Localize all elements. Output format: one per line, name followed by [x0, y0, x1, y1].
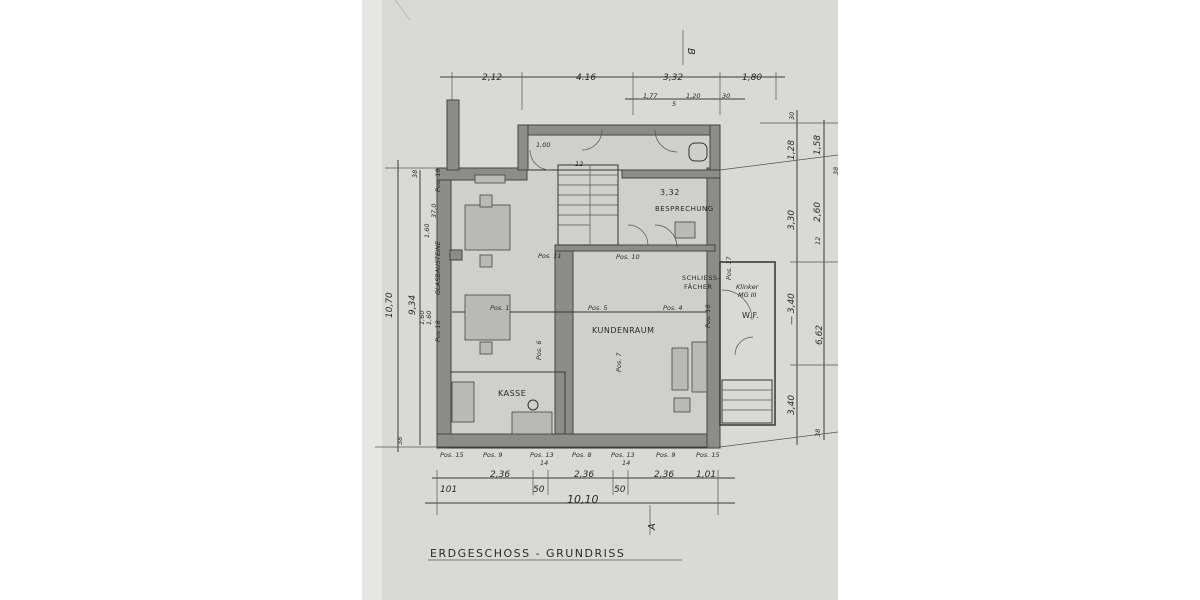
pos-label: Pos. 17 [725, 255, 733, 280]
pos-label: Pos. 11 [538, 252, 562, 260]
pos-label: Pos. 18 [704, 304, 712, 328]
paper-fold-edge [362, 0, 382, 600]
pos-label: Pos. 4 [663, 304, 683, 312]
door-width: 1,00 [536, 141, 550, 149]
room-wf: W.F. [742, 311, 759, 320]
dimensions-right: 30 1,28 1,58 38 3,30 2,60 12 — 3,40 6,62… [787, 112, 840, 437]
pos-label: Pos. 9 [483, 451, 503, 459]
plan-title: ERDGESCHOSS - GRUNDRISS [430, 547, 625, 560]
room-schliessfaecher-1: SCHLIESS- [682, 274, 720, 282]
pos-label: Pos. 7 [615, 352, 623, 372]
furniture [451, 142, 708, 435]
dimensions-bottom: 2,36 2,36 2,36 1,01 101 50 50 10,10 [440, 470, 716, 506]
dim-text: 50 [614, 485, 626, 495]
pos-label: 14 [540, 459, 548, 467]
dim-text: 3,40 [787, 395, 797, 415]
dim-text: 50 [533, 485, 545, 495]
dim-text: 101 [440, 485, 457, 495]
note-mg: MG III [738, 291, 757, 299]
dim-text: 37,0 [430, 204, 438, 218]
dim-text: 3,32 [663, 73, 683, 83]
pos-label: Pos. 6 [535, 340, 543, 360]
room-area-besprechung: 3,32 [660, 188, 680, 197]
pos-label: Pos. 10 [616, 253, 640, 261]
pos-label: Pos. 19 [434, 168, 442, 192]
dim-text: — 3,40 [787, 293, 797, 325]
dim-text: 1,77 [643, 92, 658, 100]
room-schliessfaecher-2: FÄCHER [684, 282, 713, 291]
dim-text: 10,70 [385, 292, 395, 318]
dim-text: 30 [722, 92, 730, 100]
section-mark-a: A [647, 523, 658, 531]
dim-text: 1,01 [696, 470, 716, 480]
pos-label: Pos. 13 [530, 451, 554, 459]
pos-label: Pos. 15 [696, 451, 720, 459]
pos-label: Pos. 8 [572, 451, 592, 459]
dim-text: 2,12 [482, 73, 502, 83]
dim-text: 1,80 [742, 73, 762, 83]
room-kundenraum: KUNDENRAUM [592, 326, 655, 335]
room-labels: 3,32 BESPRECHUNG SCHLIESS- FÄCHER KUNDEN… [434, 141, 760, 398]
note-glasbausteine: GLASBAUSTEINE [434, 240, 442, 295]
pos-label: Pos. 5 [588, 304, 608, 312]
dim-text: 1,60 [418, 311, 426, 325]
dim-text: 1,28 [787, 140, 797, 160]
pos-label: Pos. 1 [490, 304, 510, 312]
room-kasse: KASSE [498, 389, 526, 398]
dim-text: 2,36 [654, 470, 674, 480]
dim-text: 3,30 [787, 210, 797, 230]
dim-text: 1,58 [813, 135, 823, 155]
note-klinker: Klinker [736, 283, 760, 291]
dimension-lines [375, 30, 839, 535]
dim-text: 4.16 [576, 73, 596, 83]
dim-total: 10,10 [567, 493, 599, 506]
staircase [557, 164, 773, 424]
dim-text: 6,62 [815, 325, 825, 345]
pos-label: Pos. 13 [611, 451, 635, 459]
dim-text: 2,60 [813, 202, 823, 222]
dimensions-top: 2,12 4.16 3,32 1,80 1,77 5 1,20 30 [482, 73, 762, 108]
pos-label: Pos. 9 [656, 451, 676, 459]
position-labels: Pos. 1 Pos. 5 Pos. 4 Pos. 6 Pos. 7 Pos. … [440, 252, 733, 467]
paper-fold [394, 0, 411, 21]
pos-label: Pos. 15 [440, 451, 464, 459]
dim-text: 2,36 [574, 470, 594, 480]
pos-label: 14 [622, 459, 630, 467]
dim-text: 38 [396, 437, 404, 445]
pos-label: Pos 18 [434, 320, 442, 342]
dim-text: 38 [814, 429, 822, 437]
stair-count: 12 [575, 160, 583, 168]
dim-text: 1,20 [686, 92, 700, 100]
dim-text: 1,60 [423, 224, 431, 238]
section-mark-b: B [685, 48, 696, 55]
room-besprechung: BESPRECHUNG [655, 205, 714, 213]
dim-text: 5 [672, 100, 676, 108]
dim-text: 2,36 [490, 470, 510, 480]
dim-text: 1,60 [425, 311, 433, 325]
dim-text: 30 [788, 112, 796, 120]
doors [529, 129, 754, 356]
dim-text: 9,34 [408, 295, 418, 315]
dim-text: 12 [814, 237, 822, 245]
dim-text: 38 [832, 167, 840, 175]
dim-text: 38 [411, 170, 419, 178]
dimensions-left: 10,70 9,34 38 38 1,60 37,0 1,60 1,60 Pos… [385, 168, 442, 445]
